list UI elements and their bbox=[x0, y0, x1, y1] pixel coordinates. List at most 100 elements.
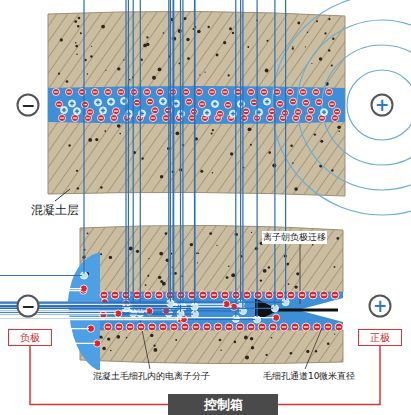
anion bbox=[131, 89, 138, 96]
anion bbox=[308, 107, 315, 114]
cation bbox=[0, 0, 261, 323]
cation bbox=[0, 0, 88, 279]
cation bbox=[264, 98, 271, 105]
migration-arrow bbox=[276, 309, 338, 312]
cation bbox=[0, 0, 244, 307]
anion bbox=[324, 323, 332, 331]
control-box: 控制箱 bbox=[168, 394, 278, 415]
anion bbox=[144, 89, 151, 96]
anion bbox=[243, 108, 250, 115]
anion bbox=[280, 323, 288, 331]
anion bbox=[0, 287, 87, 294]
anion bbox=[334, 108, 341, 115]
concrete-lower bbox=[80, 330, 343, 364]
cation bbox=[0, 0, 198, 310]
annotation: 混凝土层 bbox=[30, 202, 80, 219]
node-text: + bbox=[373, 298, 387, 315]
electrode-symbol: − bbox=[16, 294, 40, 318]
anion bbox=[287, 89, 294, 96]
cation bbox=[212, 100, 219, 107]
cation bbox=[0, 0, 239, 322]
anion bbox=[269, 323, 277, 331]
anion bbox=[72, 115, 79, 122]
anion bbox=[155, 291, 163, 299]
electrode-symbol: + bbox=[368, 294, 392, 318]
anion bbox=[287, 291, 295, 299]
anion bbox=[59, 115, 66, 122]
anion bbox=[66, 89, 73, 96]
cation bbox=[95, 99, 102, 106]
anion bbox=[309, 291, 317, 299]
anion bbox=[261, 89, 268, 96]
anion bbox=[203, 323, 211, 331]
anion bbox=[118, 89, 125, 96]
anion bbox=[267, 115, 274, 122]
anion bbox=[217, 110, 224, 117]
anion bbox=[306, 115, 313, 122]
cation bbox=[0, 0, 184, 317]
anion bbox=[0, 314, 280, 321]
anion bbox=[137, 323, 145, 331]
node-text: + bbox=[375, 97, 389, 114]
anion bbox=[265, 291, 273, 299]
annotation: 离子朝负极迁移 bbox=[262, 231, 327, 244]
anion bbox=[251, 99, 258, 106]
cation bbox=[0, 0, 130, 312]
cation bbox=[0, 0, 172, 317]
anion bbox=[148, 323, 156, 331]
cation bbox=[108, 98, 115, 105]
node-text: 控制箱 bbox=[204, 398, 243, 411]
anion bbox=[87, 109, 94, 116]
cation bbox=[61, 107, 68, 114]
anion bbox=[291, 323, 299, 331]
cation bbox=[69, 100, 76, 107]
concrete-layer bbox=[48, 11, 345, 196]
anion bbox=[126, 323, 134, 331]
anion bbox=[181, 323, 189, 331]
cation bbox=[0, 0, 137, 317]
anion bbox=[320, 291, 328, 299]
cation bbox=[0, 0, 246, 315]
anion bbox=[152, 107, 159, 114]
annotation: 混凝土毛细孔内的电离子分子 bbox=[92, 370, 211, 383]
anion bbox=[302, 323, 310, 331]
anion bbox=[56, 101, 63, 108]
cation bbox=[0, 0, 198, 318]
cation bbox=[204, 109, 211, 116]
anion bbox=[111, 115, 118, 122]
cation bbox=[0, 0, 177, 309]
anion bbox=[335, 323, 343, 331]
anion bbox=[159, 323, 167, 331]
anion bbox=[105, 89, 112, 96]
anion bbox=[243, 291, 251, 299]
anion bbox=[199, 101, 206, 108]
anion bbox=[225, 101, 232, 108]
anion bbox=[316, 99, 323, 106]
anion bbox=[300, 89, 307, 96]
cation bbox=[0, 0, 174, 307]
anion bbox=[254, 291, 262, 299]
anion bbox=[276, 291, 284, 299]
anion bbox=[104, 323, 112, 331]
anion bbox=[53, 89, 60, 96]
anion bbox=[134, 99, 141, 106]
anion bbox=[298, 291, 306, 299]
anion bbox=[170, 323, 178, 331]
node-text: − bbox=[21, 97, 35, 114]
pore-channel bbox=[68, 252, 343, 372]
anion bbox=[199, 291, 207, 299]
anion bbox=[332, 115, 339, 122]
anion bbox=[192, 323, 200, 331]
electrode-symbol: − bbox=[16, 93, 40, 117]
anion bbox=[248, 89, 255, 96]
anion bbox=[196, 89, 203, 96]
anion bbox=[115, 323, 123, 331]
anion bbox=[247, 323, 255, 331]
anion bbox=[111, 291, 119, 299]
anion bbox=[313, 89, 320, 96]
anion bbox=[210, 291, 218, 299]
anion bbox=[98, 115, 105, 122]
cation bbox=[0, 0, 177, 309]
anion bbox=[258, 323, 266, 331]
